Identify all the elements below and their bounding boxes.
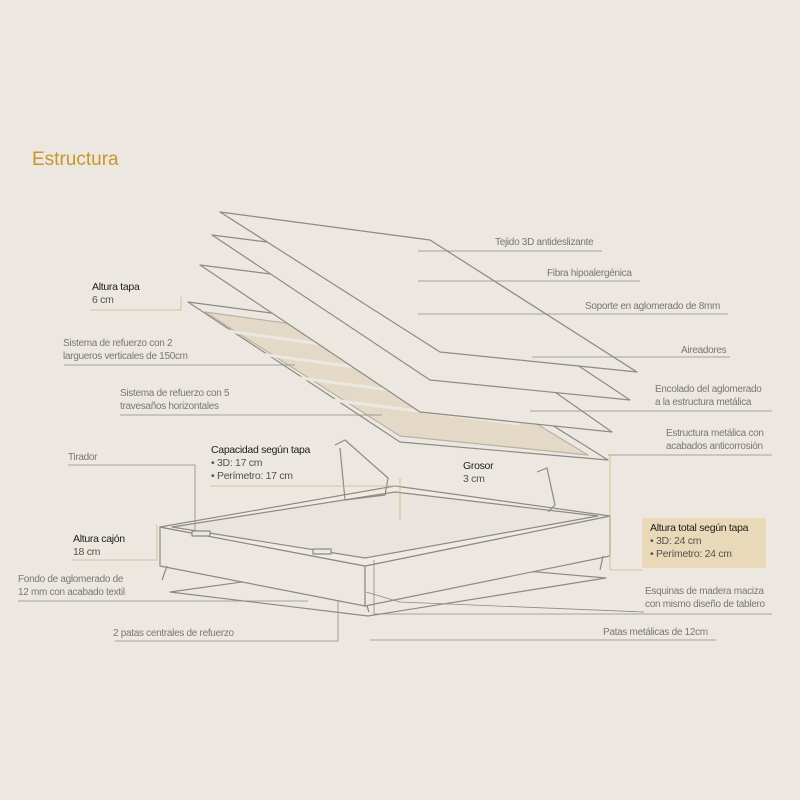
label-largueros: Sistema de refuerzo con 2 largueros verti… — [63, 337, 188, 363]
label-patas: Patas metálicas de 12cm — [603, 627, 708, 638]
dim-label: Altura tapa — [92, 281, 140, 293]
label-aireadores: Aireadores — [681, 345, 727, 356]
label-estructura: Estructura metálica con acabados anticorr… — [666, 427, 764, 453]
leg — [366, 605, 370, 613]
handle — [312, 548, 332, 555]
layer-tejido — [219, 211, 638, 373]
dim-value: 3 cm — [463, 473, 485, 485]
dim-value: 3D: 17 cm — [217, 457, 263, 469]
label-soporte: Soporte en aglomerado de 8mm — [585, 301, 721, 312]
label-line: con mismo diseño de tablero — [645, 599, 765, 610]
label-fondo: Fondo de aglomerado de 12 mm con acabado … — [18, 573, 125, 599]
dim-value: 6 cm — [92, 294, 114, 306]
label-line: largueros verticales de 150cm — [63, 351, 188, 362]
dim-altura-total: Altura total según tapa• 3D: 24 cm• Perí… — [642, 518, 766, 568]
label-tejido: Tejido 3D antideslizante — [495, 237, 594, 248]
hinge-right — [536, 467, 556, 513]
label-fibra: Fibra hipoalergénica — [547, 268, 632, 279]
hinge-left — [334, 439, 389, 501]
dim-label: Altura cajón — [73, 533, 125, 545]
label-line: 12 mm con acabado textil — [18, 587, 125, 598]
label-travesanos: Sistema de refuerzo con 5 travesaños hori… — [120, 387, 230, 413]
label-line: Encolado del aglomerado — [655, 384, 762, 395]
dim-value: Perímetro: 17 cm — [217, 470, 293, 482]
dim-label: Capacidad según tapa — [211, 444, 311, 456]
label-line: a la estructura metálica — [655, 397, 752, 408]
dim-value: Perímetro: 24 cm — [656, 548, 732, 560]
dim-item: • 3D: 17 cm — [211, 457, 263, 469]
label-line: Sistema de refuerzo con 5 — [120, 388, 230, 399]
label-tirador: Tirador — [68, 452, 98, 463]
leg — [161, 565, 168, 581]
label-line: acabados anticorrosión — [666, 441, 763, 452]
dim-label: Altura total según tapa — [650, 522, 749, 534]
dim-label: Grosor — [463, 460, 494, 472]
label-line: Fondo de aglomerado de — [18, 574, 124, 585]
label-line: Estructura metálica con — [666, 428, 764, 439]
label-encolado: Encolado del aglomerado a la estructura m… — [655, 383, 762, 409]
label-esquinas: Esquinas de madera maciza con mismo diseñ… — [645, 585, 765, 611]
page-title: Estructura — [32, 149, 119, 170]
label-patas-centrales: 2 patas centrales de refuerzo — [113, 628, 234, 639]
dim-value: 3D: 24 cm — [656, 535, 702, 547]
dim-item: • 3D: 24 cm — [650, 535, 702, 547]
label-line: Sistema de refuerzo con 2 — [63, 338, 173, 349]
label-line: Esquinas de madera maciza — [645, 586, 764, 597]
leg — [599, 555, 604, 571]
dim-item: • Perímetro: 24 cm — [650, 548, 732, 560]
dim-value: 18 cm — [73, 546, 101, 558]
dim-item: • Perímetro: 17 cm — [211, 470, 293, 482]
dim-capacidad: Capacidad según tapa• 3D: 17 cm• Perímet… — [211, 444, 310, 483]
label-line: travesaños horizontales — [120, 401, 219, 412]
handle — [191, 530, 211, 537]
